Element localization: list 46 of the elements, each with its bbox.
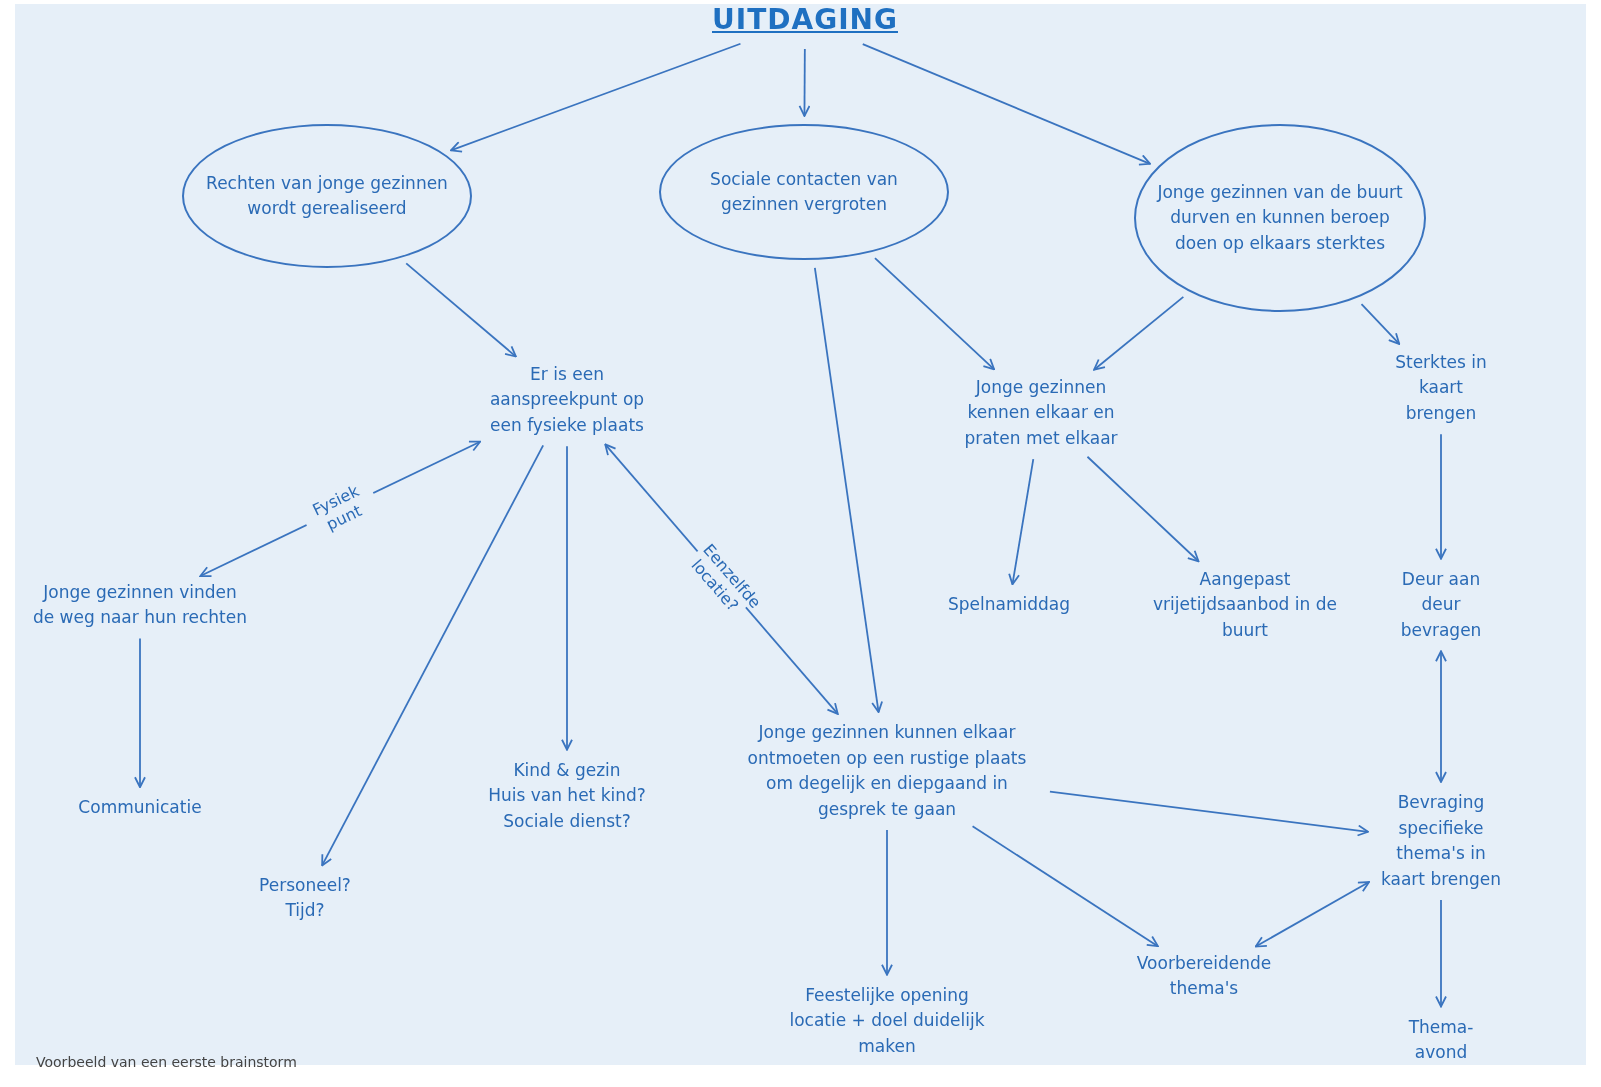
arrow: [1360, 303, 1401, 345]
arrow: [1049, 790, 1369, 837]
idea-text: Huis van het kind?: [487, 784, 647, 808]
idea-text: Jonge gezinnen kunnen elkaar ontmoeten op een rustige plaats om degelijk en diepgaand in gesprek te gaan: [732, 720, 1042, 822]
idea-text: Communicatie: [45, 795, 235, 821]
idea-text: Aangepast vrijetijdsaanbod in de buurt: [1140, 566, 1350, 644]
idea-text: Kind & gezin: [512, 758, 622, 782]
idea-text: Sterktes in kaart brengen: [1386, 349, 1496, 427]
arrow: [813, 266, 883, 713]
goal-ellipse: [182, 124, 472, 268]
goal-text: Jonge gezinnen van de buurt durven en kunnen beroep doen op elkaars sterktes: [1155, 180, 1404, 255]
arrow: [1435, 899, 1447, 1008]
caption-text: Voorbeeld van een eerste brainstorm: [36, 1054, 297, 1070]
idea-text: Deur aan deur bevragen: [1381, 566, 1501, 644]
idea-text: Feestelijke opening locatie + doel duidelijk maken: [782, 982, 992, 1060]
arrow: [1254, 881, 1370, 948]
goal-ellipse: [659, 124, 949, 260]
idea-text: Bevraging specifieke thema's in kaart brengen: [1376, 790, 1506, 892]
arrow: [1093, 295, 1185, 371]
arrow: [405, 262, 517, 358]
arrow: [1435, 433, 1447, 560]
arrow: [861, 43, 1151, 166]
arrow: [874, 257, 996, 371]
idea-text: Sociale dienst?: [502, 809, 632, 833]
idea-text: Tijd?: [284, 899, 326, 922]
arrow: [798, 48, 811, 117]
idea-text: Jonge gezinnen kennen elkaar en praten met elkaar: [948, 374, 1134, 452]
idea-text: Voorbereidende thema's: [1104, 950, 1304, 1002]
arrow: [321, 444, 545, 867]
idea-text: Thema-avond: [1386, 1014, 1496, 1066]
goal-text: Sociale contacten van gezinnen vergroten: [709, 167, 899, 216]
idea-text: Spelnamiddag: [924, 592, 1094, 618]
heading-text: UITDAGING: [685, 0, 925, 41]
arrow: [971, 825, 1159, 948]
arrow: [134, 637, 146, 789]
idea-text: Personeel?: [258, 873, 352, 897]
idea-text: Jonge gezinnen vinden de weg naar hun rechten: [30, 579, 250, 631]
arrow: [561, 445, 573, 751]
arrow: [450, 42, 742, 153]
idea-text: Er is een aanspreekpunt op een fysieke plaats: [477, 361, 657, 439]
arrow: [1086, 455, 1200, 563]
goal-text: Rechten van jonge gezinnen wordt gerealiseerd: [205, 171, 449, 220]
arrow: [1008, 458, 1035, 586]
arrow: [881, 829, 893, 976]
arrow: [1435, 650, 1447, 783]
goal-ellipse: [1134, 124, 1426, 312]
